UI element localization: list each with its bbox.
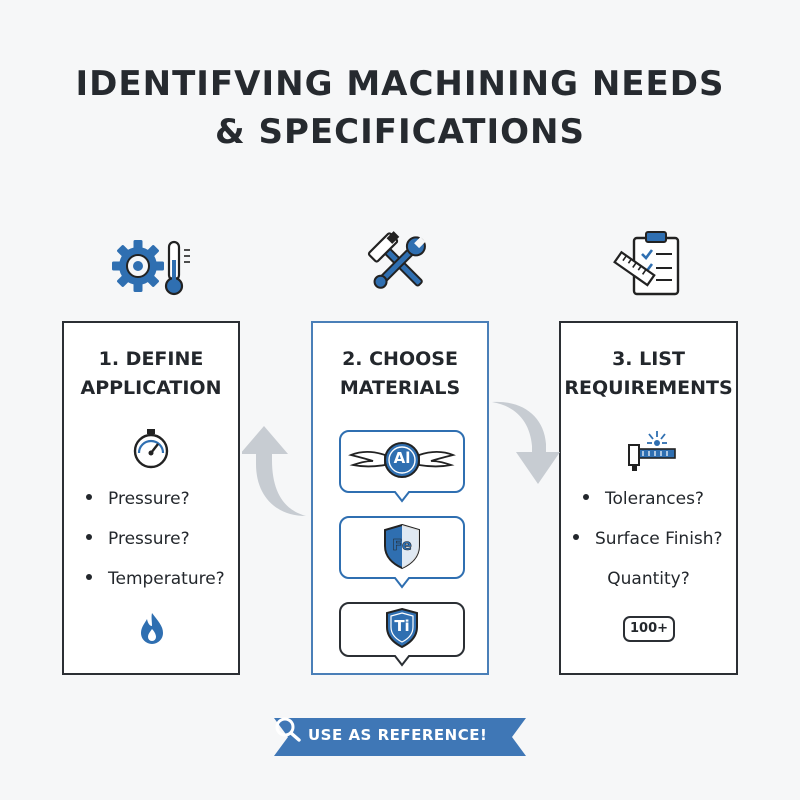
material-symbol-ti: Ti	[394, 617, 410, 635]
quantity-badge: 100+	[623, 616, 675, 642]
material-symbol-al: Al	[393, 449, 411, 467]
ribbon-label: USE AS REFERENCE!	[308, 726, 488, 744]
shield-icon	[384, 523, 420, 570]
clipboard-ruler-icon	[613, 231, 680, 296]
step-1-bullet-1: Pressure?	[86, 489, 190, 509]
pressure-gauge-icon	[133, 429, 169, 469]
reference-ribbon: USE AS REFERENCE!	[274, 716, 526, 758]
page-title: IDENTIFVING MACHINING NEEDS & SPECIFICAT…	[0, 60, 800, 156]
magnifier-icon	[275, 717, 301, 742]
caliper-icon	[628, 431, 676, 471]
material-card-ti: Ti	[339, 601, 465, 667]
material-card-al: Al	[339, 429, 465, 503]
step-3-quantity: Quantity?	[607, 569, 690, 589]
step-2-title: 2. CHOOSE MATERIALS	[339, 348, 461, 399]
title-line-2: & SPECIFICATIONS	[215, 112, 585, 152]
step-2-panel: 2. CHOOSE MATERIALS Al Fe	[311, 321, 489, 675]
material-card-fe: Fe	[339, 515, 465, 589]
cycle-arrow-up	[242, 426, 306, 516]
gear-thermometer-icon	[112, 240, 190, 296]
step-1-title: 1. DEFINE APPLICATION	[80, 348, 222, 399]
flame-icon	[141, 613, 163, 644]
step-3-panel: 3. LIST REQUIREMENTS Tolerances? Surface…	[559, 321, 738, 675]
step-1-bullet-2: Pressure?	[86, 529, 190, 549]
cycle-arrow-down	[492, 401, 560, 484]
step-1-bullet-3: Temperature?	[86, 569, 225, 589]
winged-badge-icon	[348, 442, 456, 478]
step-3-bullet-1: Tolerances?	[583, 489, 704, 509]
hammer-wrench-icon	[367, 231, 426, 289]
step-1-panel: 1. DEFINE APPLICATION Pressure? Pressure…	[62, 321, 240, 675]
shield-icon	[386, 607, 418, 649]
material-symbol-fe: Fe	[392, 536, 412, 555]
step-3-title: 3. LIST REQUIREMENTS	[564, 348, 733, 399]
step-3-bullet-2: Surface Finish?	[573, 529, 723, 549]
title-line-1: IDENTIFVING MACHINING NEEDS	[75, 64, 725, 104]
